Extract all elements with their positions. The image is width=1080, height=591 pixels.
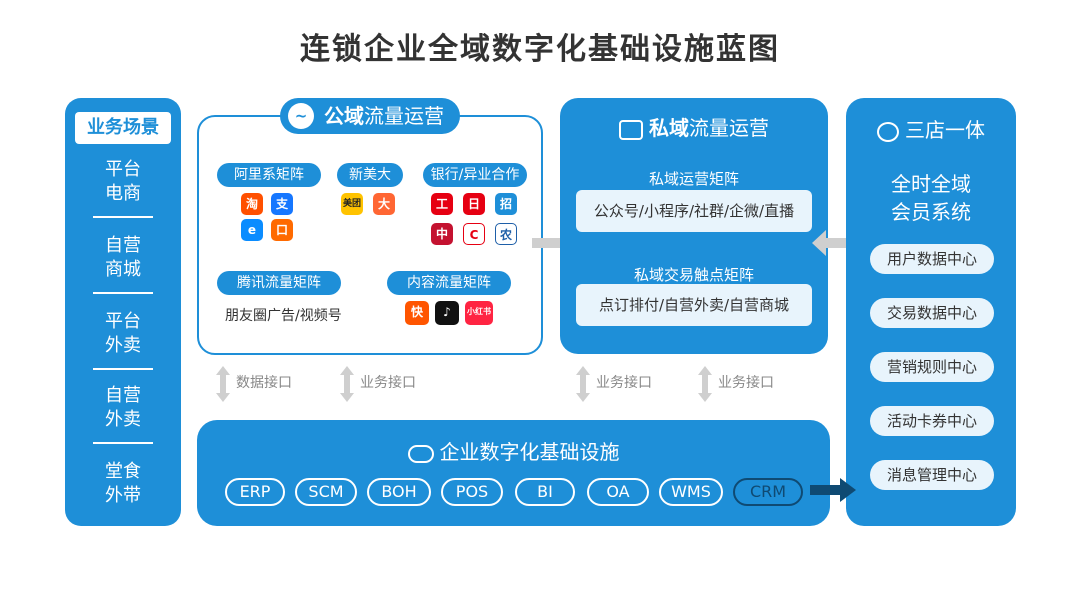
douyin-icon: ♪ [435, 301, 459, 325]
scenario-line: 电商 [105, 183, 141, 204]
meituan-icon: 美团 [341, 193, 363, 215]
private-domain-title: 私域流量运营 [560, 112, 828, 141]
kuaishou-icon: 快 [405, 301, 429, 325]
abc-icon: 农 [495, 223, 517, 245]
public-title-bold: 公域 [324, 104, 364, 128]
membership-line: 全时全域 [891, 172, 971, 196]
group-bank: 银行/异业合作 [423, 163, 527, 187]
private-ops-card: 公众号/小程序/社群/企微/直播 [576, 190, 812, 232]
scenario-line: 外卖 [105, 335, 141, 356]
updown-arrow-icon [698, 366, 712, 402]
divider [93, 368, 153, 370]
taobao-icon: 淘 [241, 193, 263, 215]
business-interface-label: 业务接口 [360, 375, 416, 391]
transaction-data-center: 交易数据中心 [870, 298, 994, 328]
business-scenarios-header: 业务场景 [75, 112, 171, 144]
infrastructure-box: 企业数字化基础设施 ERP SCM BOH POS BI OA WMS CRM [197, 420, 830, 526]
updown-arrow-icon [340, 366, 354, 402]
private-title-rest: 流量运营 [689, 116, 769, 140]
scenario-line: 商城 [105, 259, 141, 280]
three-stores-title: 三店一体 [846, 114, 1016, 143]
scenario-line: 平台 [105, 311, 141, 332]
business-interface-label: 业务接口 [596, 375, 652, 391]
updown-arrow-icon [216, 366, 230, 402]
group-alibaba: 阿里系矩阵 [217, 163, 321, 187]
icbc-icon: 工 [431, 193, 453, 215]
scenario-line: 外带 [105, 485, 141, 506]
data-interface-label: 数据接口 [236, 375, 292, 391]
scenario-line: 外卖 [105, 409, 141, 430]
membership-line: 会员系统 [891, 200, 971, 224]
divider [93, 216, 153, 218]
scenario-platform-ecommerce: 平台 电商 [65, 158, 181, 206]
chat-icon [619, 119, 643, 140]
system-bi: BI [515, 478, 575, 506]
eleme-icon: e [241, 219, 263, 241]
updown-arrow-icon [576, 366, 590, 402]
private-trade-matrix-label: 私域交易触点矩阵 [633, 266, 754, 284]
coupon-activity-center: 活动卡券中心 [870, 406, 994, 436]
koubei-icon: 口 [271, 219, 293, 241]
marketing-rules-center: 营销规则中心 [870, 352, 994, 382]
network-icon [877, 121, 899, 142]
business-scenarios-column: 业务场景 平台 电商 自营 商城 平台 外卖 自营 外卖 堂食 外带 [65, 98, 181, 526]
cloud-icon [407, 444, 434, 463]
boc-icon: 中 [431, 223, 453, 245]
system-wms: WMS [659, 478, 723, 506]
system-scm: SCM [295, 478, 357, 506]
private-title-bold: 私域 [649, 116, 689, 140]
system-pos: POS [441, 478, 503, 506]
tencent-channels-text: 朋友圈广告/视频号 [225, 308, 342, 324]
private-ops-matrix-label: 私域运营矩阵 [648, 170, 739, 188]
pulse-icon: ~ [288, 103, 314, 129]
public-title-rest: 流量运营 [364, 104, 444, 128]
user-data-center: 用户数据中心 [870, 244, 994, 274]
infrastructure-label: 企业数字化基础设施 [439, 440, 620, 464]
private-trade-card: 点订排付/自营外卖/自营商城 [576, 284, 812, 326]
business-interface-label: 业务接口 [718, 375, 774, 391]
ccb-icon: C [463, 223, 485, 245]
system-erp: ERP [225, 478, 285, 506]
group-meituan: 新美大 [337, 163, 403, 187]
divider [93, 442, 153, 444]
system-crm: CRM [733, 478, 803, 506]
bocom-icon: 日 [463, 193, 485, 215]
scenario-dine-in-takeout: 堂食 外带 [65, 460, 181, 508]
scenario-platform-delivery: 平台 外卖 [65, 310, 181, 358]
system-boh: BOH [367, 478, 431, 506]
infrastructure-title: 企业数字化基础设施 [197, 436, 830, 465]
public-domain-title: ~ 公域流量运营 [280, 98, 460, 134]
group-tencent: 腾讯流量矩阵 [217, 271, 341, 295]
dianping-icon: 大 [373, 193, 395, 215]
public-domain-box: 阿里系矩阵 淘 支 e 口 新美大 美团 大 银行/异业合作 工 日 招 中 C… [197, 115, 543, 355]
system-oa: OA [587, 478, 649, 506]
scenario-line: 自营 [105, 235, 141, 256]
crm-arrow-icon [810, 478, 856, 502]
group-content: 内容流量矩阵 [387, 271, 511, 295]
scenario-own-delivery: 自营 外卖 [65, 384, 181, 432]
scenario-line: 自营 [105, 385, 141, 406]
scenario-line: 堂食 [105, 461, 141, 482]
three-stores-label: 三店一体 [905, 118, 985, 142]
alipay-icon: 支 [271, 193, 293, 215]
xiaohongshu-icon: 小红书 [465, 301, 493, 325]
cmb-icon: 招 [495, 193, 517, 215]
divider [93, 292, 153, 294]
membership-column: 三店一体 全时全域 会员系统 用户数据中心 交易数据中心 营销规则中心 活动卡券… [846, 98, 1016, 526]
private-domain-box: 私域流量运营 私域运营矩阵 公众号/小程序/社群/企微/直播 私域交易触点矩阵 … [560, 98, 828, 354]
scenario-own-mall: 自营 商城 [65, 234, 181, 282]
scenario-line: 平台 [105, 159, 141, 180]
message-management-center: 消息管理中心 [870, 460, 994, 490]
membership-system-title: 全时全域 会员系统 [846, 170, 1016, 226]
page-title: 连锁企业全域数字化基础设施蓝图 [300, 32, 780, 67]
